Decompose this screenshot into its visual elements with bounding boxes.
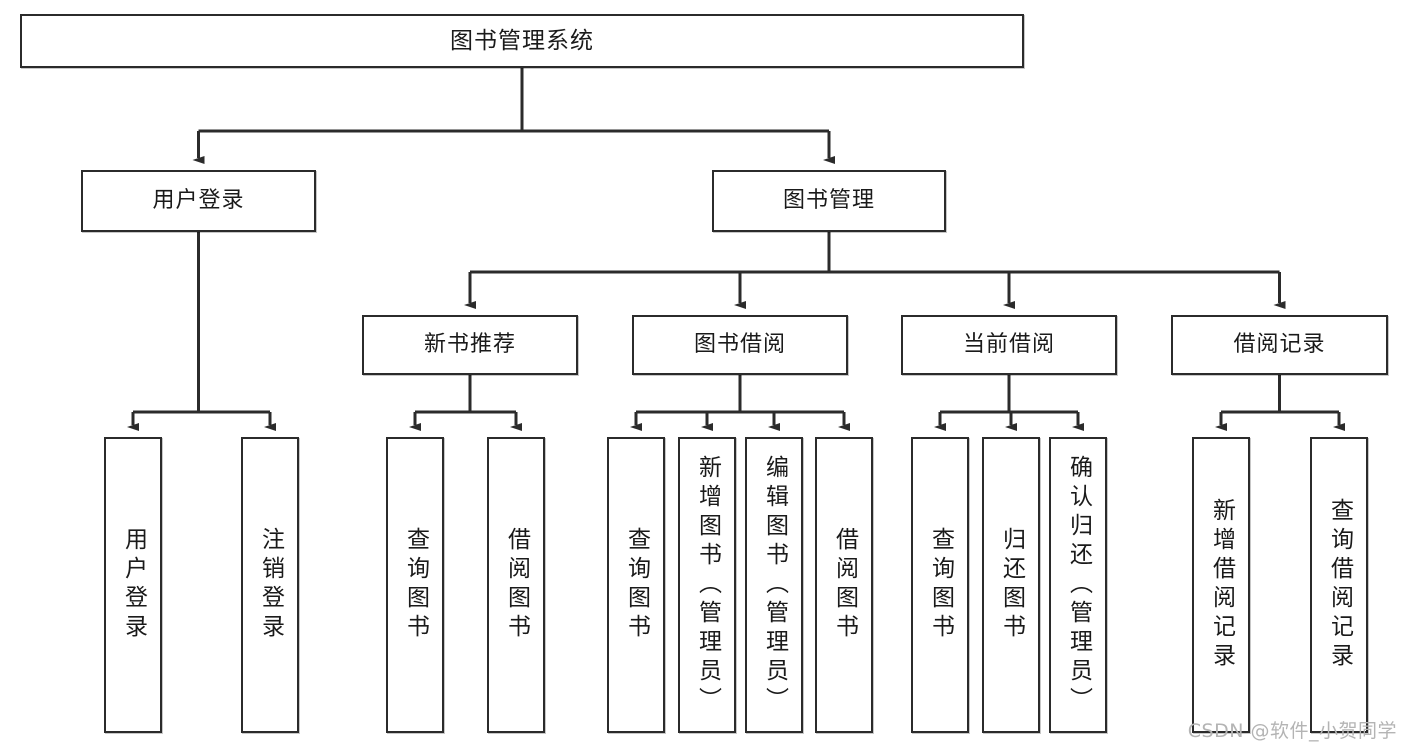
node-leaf-label: 查询图书 [402, 527, 429, 643]
node-leaf-query-borrow-record[interactable]: 查询借阅记录 [1310, 437, 1368, 733]
node-new-book-recommend[interactable]: 新书推荐 [362, 315, 578, 375]
node-root[interactable]: 图书管理系统 [20, 14, 1024, 68]
node-leaf-borrow-book-2[interactable]: 借阅图书 [815, 437, 873, 733]
node-leaf-add-borrow-record[interactable]: 新增借阅记录 [1192, 437, 1250, 733]
node-leaf-logout-login[interactable]: 注销登录 [241, 437, 299, 733]
node-leaf-label: 归还图书 [998, 527, 1025, 643]
node-leaf-label: 查询借阅记录 [1326, 498, 1353, 672]
node-book-borrow-label: 图书借阅 [693, 332, 786, 358]
node-leaf-edit-book-admin[interactable]: 编辑图书（管理员） [745, 437, 803, 733]
node-leaf-label: 借阅图书 [831, 527, 858, 643]
node-leaf-label: 查询图书 [623, 527, 650, 643]
node-leaf-label: 注销登录 [257, 527, 284, 643]
node-user-login[interactable]: 用户登录 [81, 170, 316, 232]
node-leaf-confirm-return-admin[interactable]: 确认归还（管理员） [1049, 437, 1107, 733]
node-user-login-label: 用户登录 [152, 188, 245, 214]
node-borrow-record[interactable]: 借阅记录 [1171, 315, 1388, 375]
node-leaf-label: 用户登录 [120, 527, 147, 643]
node-leaf-label: 新增借阅记录 [1208, 498, 1235, 672]
node-leaf-user-login[interactable]: 用户登录 [104, 437, 162, 733]
node-leaf-query-book-2[interactable]: 查询图书 [607, 437, 665, 733]
node-new-book-recommend-label: 新书推荐 [423, 332, 516, 358]
node-current-borrow-label: 当前借阅 [962, 332, 1055, 358]
node-leaf-label: 查询图书 [927, 527, 954, 643]
node-leaf-label: 编辑图书（管理员） [761, 454, 788, 716]
node-leaf-add-book-admin[interactable]: 新增图书（管理员） [678, 437, 736, 733]
node-leaf-label: 确认归还（管理员） [1065, 454, 1092, 716]
node-leaf-query-book-3[interactable]: 查询图书 [911, 437, 969, 733]
node-borrow-record-label: 借阅记录 [1233, 332, 1326, 358]
node-leaf-label: 借阅图书 [503, 527, 530, 643]
node-leaf-query-book-1[interactable]: 查询图书 [386, 437, 444, 733]
node-root-label: 图书管理系统 [450, 27, 594, 54]
node-book-borrow[interactable]: 图书借阅 [632, 315, 848, 375]
node-book-manage-label: 图书管理 [782, 188, 875, 214]
node-leaf-return-book[interactable]: 归还图书 [982, 437, 1040, 733]
node-leaf-label: 新增图书（管理员） [694, 454, 721, 716]
node-book-manage[interactable]: 图书管理 [712, 170, 946, 232]
node-leaf-borrow-book-1[interactable]: 借阅图书 [487, 437, 545, 733]
node-current-borrow[interactable]: 当前借阅 [901, 315, 1117, 375]
